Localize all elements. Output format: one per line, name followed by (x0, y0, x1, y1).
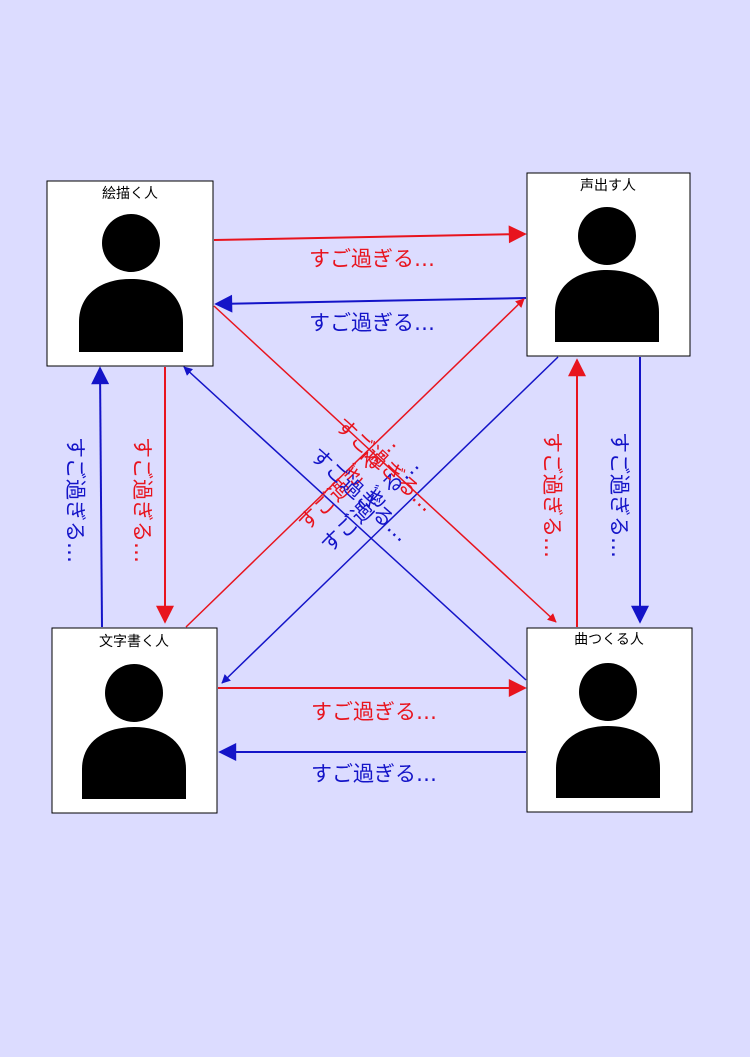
person-icon (555, 207, 659, 342)
arrow-writer-to-voice (185, 298, 525, 628)
label-writer-to-painter: すご過ぎる… (63, 437, 87, 563)
arrow-composer-to-painter (183, 366, 527, 681)
label-voice-to-painter: すご過ぎる… (309, 311, 435, 335)
node-writer: 文字書く人 (51, 627, 218, 814)
arrow-voice-to-painter (214, 294, 527, 313)
label-composer-to-writer: すご過ぎる… (311, 762, 437, 786)
arrow-writer-to-painter (91, 366, 110, 628)
arrow-voice-to-writer (221, 356, 559, 684)
node-voice: 声出す人 (526, 172, 691, 357)
label-painter-to-voice: すご過ぎる… (309, 247, 435, 271)
arrow-painter-to-voice (213, 225, 527, 244)
label-writer-to-composer: すご過ぎる… (311, 700, 437, 724)
person-icon (556, 663, 660, 798)
person-icon (79, 214, 183, 352)
person-icon (82, 664, 186, 799)
node-composer: 曲つくる人 (526, 627, 693, 813)
node-writer-label: 文字書く人 (99, 634, 169, 650)
label-painter-to-writer: すご過ぎる… (130, 437, 154, 563)
label-voice-to-composer: すご過ぎる… (607, 432, 631, 558)
node-voice-label: 声出す人 (580, 178, 636, 194)
node-composer-label: 曲つくる人 (574, 632, 644, 648)
arrow-painter-to-composer (213, 305, 557, 623)
node-painter: 絵描く人 (46, 180, 214, 367)
label-composer-to-voice: すご過ぎる… (540, 432, 564, 558)
node-painter-label: 絵描く人 (102, 186, 158, 202)
